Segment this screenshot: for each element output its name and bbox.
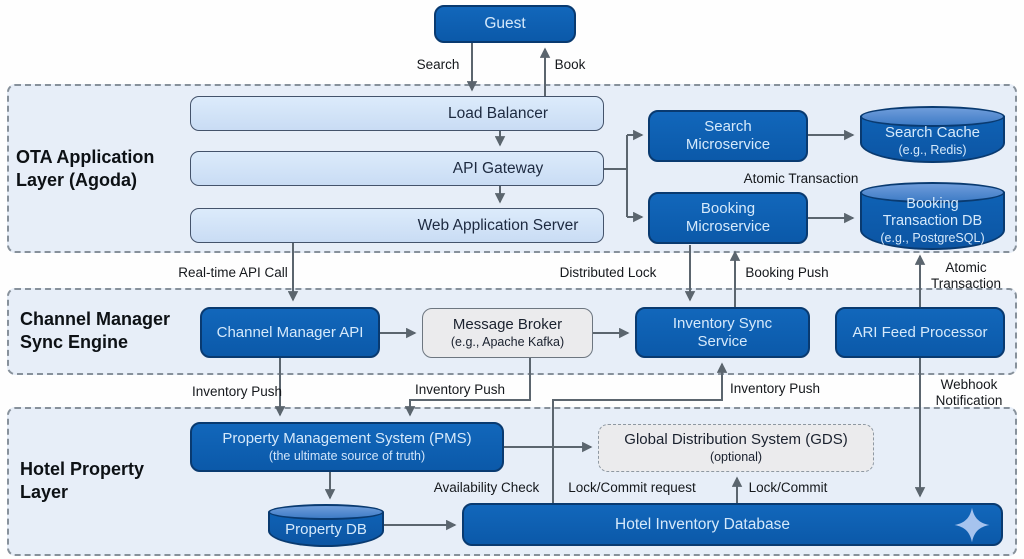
booking-db-subtitle: (e.g., PostgreSQL): [880, 231, 985, 246]
booking-microservice-label: Booking Microservice: [685, 200, 771, 235]
node-message-broker: Message Broker (e.g., Apache Kafka): [422, 308, 593, 358]
edge-label-atomic-transaction-top: Atomic Transaction: [743, 171, 859, 186]
layer-title-channel: Channel Manager Sync Engine: [20, 309, 171, 353]
node-channel-manager-api: Channel Manager API: [200, 307, 380, 358]
node-hotel-inventory-database: Hotel Inventory Database: [462, 503, 1003, 546]
edge-label-lock-commit-request: Lock/Commit request: [568, 480, 696, 495]
search-microservice-label: Search Microservice: [685, 118, 771, 153]
node-load-balancer: Load Balancer: [190, 96, 604, 131]
edge-label-atomic-transaction-right: Atomic Transaction: [930, 260, 1002, 292]
cylinder-top: [860, 106, 1005, 127]
node-search-cache-db: Search Cache (e.g., Redis): [860, 106, 1005, 163]
node-api-gateway: API Gateway: [190, 151, 604, 186]
edge-label-book: Book: [554, 57, 586, 72]
sparkle-icon: [954, 507, 990, 542]
api-gateway-label: API Gateway: [452, 159, 544, 177]
message-broker-subtitle: (e.g., Apache Kafka): [450, 335, 565, 349]
pms-subtitle: (the ultimate source of truth): [268, 449, 426, 463]
gds-title: Global Distribution System (GDS): [624, 431, 848, 448]
guest-label: Guest: [484, 15, 526, 32]
node-pms: Property Management System (PMS) (the ul…: [190, 422, 504, 472]
edge-label-inventory-push-right: Inventory Push: [729, 381, 821, 396]
cylinder-top: [268, 504, 384, 520]
booking-db-title: Booking Transaction DB: [882, 195, 983, 229]
node-ari-feed-processor: ARI Feed Processor: [835, 307, 1005, 358]
edge-label-distributed-lock: Distributed Lock: [559, 265, 657, 280]
node-web-application-server: Web Application Server: [190, 208, 604, 243]
edge-label-real-time-api-call: Real-time API Call: [178, 265, 288, 280]
search-cache-title: Search Cache: [884, 123, 981, 141]
node-booking-microservice: Booking Microservice: [648, 192, 808, 244]
edge-label-webhook-notification: Webhook Notification: [935, 377, 1003, 409]
cylinder-top: [860, 182, 1005, 203]
web-application-server-label: Web Application Server: [417, 216, 579, 234]
gds-subtitle: (optional): [709, 450, 763, 464]
edge-label-availability-check: Availability Check: [433, 480, 540, 495]
channel-manager-api-label: Channel Manager API: [216, 323, 364, 341]
pms-title: Property Management System (PMS): [222, 430, 472, 447]
node-inventory-sync-service: Inventory Sync Service: [635, 307, 810, 358]
layer-title-hotel: Hotel Property Layer: [20, 459, 145, 503]
edge-label-search: Search: [416, 57, 460, 72]
node-guest: Guest: [434, 5, 576, 43]
hotel-inventory-database-label: Hotel Inventory Database: [615, 515, 790, 533]
node-gds: Global Distribution System (GDS) (option…: [598, 424, 874, 472]
message-broker-title: Message Broker: [452, 316, 563, 333]
node-booking-transaction-db: Booking Transaction DB (e.g., PostgreSQL…: [860, 182, 1005, 250]
search-cache-subtitle: (e.g., Redis): [898, 142, 967, 157]
layer-title-ota: OTA Application Layer (Agoda): [16, 147, 155, 191]
inventory-sync-service-label: Inventory Sync Service: [672, 314, 773, 350]
node-property-db: Property DB: [268, 504, 384, 547]
edge-label-inventory-push-middle: Inventory Push: [414, 382, 506, 397]
edge-label-inventory-push-left: Inventory Push: [191, 384, 283, 399]
edge-label-lock-commit: Lock/Commit: [748, 480, 828, 495]
ari-feed-processor-label: ARI Feed Processor: [852, 323, 988, 341]
load-balancer-label: Load Balancer: [448, 104, 548, 122]
property-db-label: Property DB: [285, 520, 367, 538]
node-search-microservice: Search Microservice: [648, 110, 808, 162]
edge-label-booking-push: Booking Push: [745, 265, 829, 280]
